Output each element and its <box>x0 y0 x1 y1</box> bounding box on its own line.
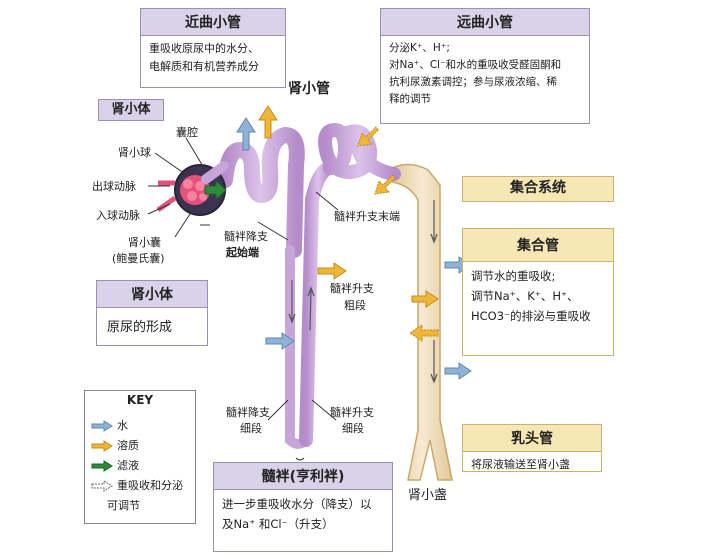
proximal-title: 近曲小管 <box>141 9 285 36</box>
proximal-tubule-box: 近曲小管 重吸收原尿中的水分、 电解质和有机营养成分 <box>140 8 286 88</box>
distal-title: 远曲小管 <box>381 9 589 36</box>
key-water: 水 <box>91 417 128 433</box>
label-thin-asc-1: 髓袢升支 <box>330 406 374 419</box>
papillary-desc: 将尿液输送至肾小盏 <box>471 458 570 471</box>
papillary-duct-box: 乳头管 将尿液输送至肾小盏 <box>462 424 602 472</box>
corpuscle-label: 肾小体 <box>111 102 151 117</box>
loop-desc-2: 及Na⁺ 和Cl⁻（升支） <box>222 517 334 531</box>
papillary-title: 乳头管 <box>463 425 601 452</box>
key-regulated: 重吸收和分泌 <box>91 477 183 493</box>
label-thin-desc-1: 髓袢降支 <box>226 406 270 419</box>
label-thick-1: 髓袢升支 <box>330 282 374 295</box>
solute-arrow <box>258 105 278 139</box>
label-bowman-1: 肾小囊 <box>128 236 161 249</box>
distal-desc-2: 对Na⁺、Cl⁻和水的重吸收受醛固酮和 <box>389 59 562 71</box>
key-filtrate: 滤液 <box>91 457 139 473</box>
collecting-duct-desc-2: 调节Na⁺、K⁺、H⁺、 <box>471 289 579 303</box>
collecting-system-title: 集合系统 <box>510 180 566 196</box>
loop-title: 髓袢(亨利袢) <box>214 463 392 490</box>
label-thin-asc-2: 细段 <box>342 422 364 435</box>
loop-of-henle-box: 髓袢(亨利袢) 进一步重吸收水分（降支）以 及Na⁺ 和Cl⁻（升支） <box>213 462 393 552</box>
solute-arrow <box>317 262 347 280</box>
key-solute-label: 溶质 <box>117 439 139 452</box>
key-regulated-label-2: 可调节 <box>107 499 140 512</box>
collecting-duct-box: 集合管 调节水的重吸收; 调节Na⁺、K⁺、H⁺、 HCO3⁻的排泌与重吸收 <box>462 228 614 356</box>
distal-tubule <box>318 122 401 181</box>
distal-tubule-box: 远曲小管 分泌K⁺、H⁺; 对Na⁺、Cl⁻和水的重吸收受醛固酮和 抗利尿激素调… <box>380 8 590 124</box>
distal-desc-1: 分泌K⁺、H⁺; <box>389 42 450 54</box>
label-capsule-cavity: 囊腔 <box>176 126 198 139</box>
regulated-arrow <box>357 126 379 147</box>
distal-desc-3: 抗利尿激素调控；参与尿液浓缩、稀 <box>389 76 557 88</box>
water-arrow <box>236 117 256 151</box>
label-desc-start-2: 起始端 <box>226 246 259 259</box>
collecting-duct-desc-1: 调节水的重吸收; <box>471 269 556 283</box>
label-asc-end: 髓袢升支末端 <box>334 210 400 223</box>
corpuscle-box: 肾小体 原尿的形成 <box>96 280 208 346</box>
label-glomerulus: 肾小球 <box>118 146 151 159</box>
corpuscle-box-desc: 原尿的形成 <box>107 320 173 335</box>
corpuscle-label-box: 肾小体 <box>98 99 164 121</box>
water-arrow <box>444 362 472 380</box>
label-tubule: 肾小管 <box>288 81 330 97</box>
distal-desc-4: 释的调节 <box>389 93 431 105</box>
label-thin-desc-2: 细段 <box>240 422 262 435</box>
filtrate-key-icon <box>91 460 113 472</box>
water-key-icon <box>91 420 113 432</box>
proximal-desc-1: 重吸收原尿中的水分、 <box>149 42 259 55</box>
collecting-duct-desc-3: HCO3⁻的排泌与重吸收 <box>471 309 591 323</box>
filtrate-arrow <box>204 179 227 201</box>
key-regulated-label-1: 重吸收和分泌 <box>117 479 183 492</box>
key-title: KEY <box>126 393 154 407</box>
key-filtrate-label: 滤液 <box>117 459 139 472</box>
label-bowman-2: (鲍曼氏囊) <box>112 252 165 265</box>
collecting-duct-title: 集合管 <box>463 229 613 262</box>
regulated-arrow <box>374 174 396 195</box>
proximal-desc-2: 电解质和有机营养成分 <box>149 60 259 73</box>
proximal-tubule <box>217 126 305 258</box>
regulated-arrow <box>409 324 439 342</box>
label-desc-start-1: 髓袢降支 <box>224 230 268 243</box>
regulated-key-icon <box>91 480 113 492</box>
key-solute: 溶质 <box>91 437 139 453</box>
collecting-duct <box>391 163 453 481</box>
solute-key-icon <box>91 440 113 452</box>
solute-arrow <box>411 290 439 308</box>
label-thick-2: 粗段 <box>344 299 366 312</box>
loop-desc-1: 进一步重吸收水分（降支）以 <box>222 497 372 511</box>
collecting-system-box: 集合系统 <box>462 176 614 202</box>
key-water-label: 水 <box>117 419 128 432</box>
water-arrow <box>265 332 295 350</box>
label-calyx: 肾小盏 <box>408 488 448 503</box>
label-efferent: 出球动脉 <box>92 180 136 193</box>
key-legend: KEY 水 溶质 滤液 重吸收和分泌 可调节 <box>84 390 196 524</box>
loop-ascending <box>299 161 337 447</box>
corpuscle-box-title: 肾小体 <box>97 281 207 308</box>
label-afferent: 入球动脉 <box>96 209 140 222</box>
